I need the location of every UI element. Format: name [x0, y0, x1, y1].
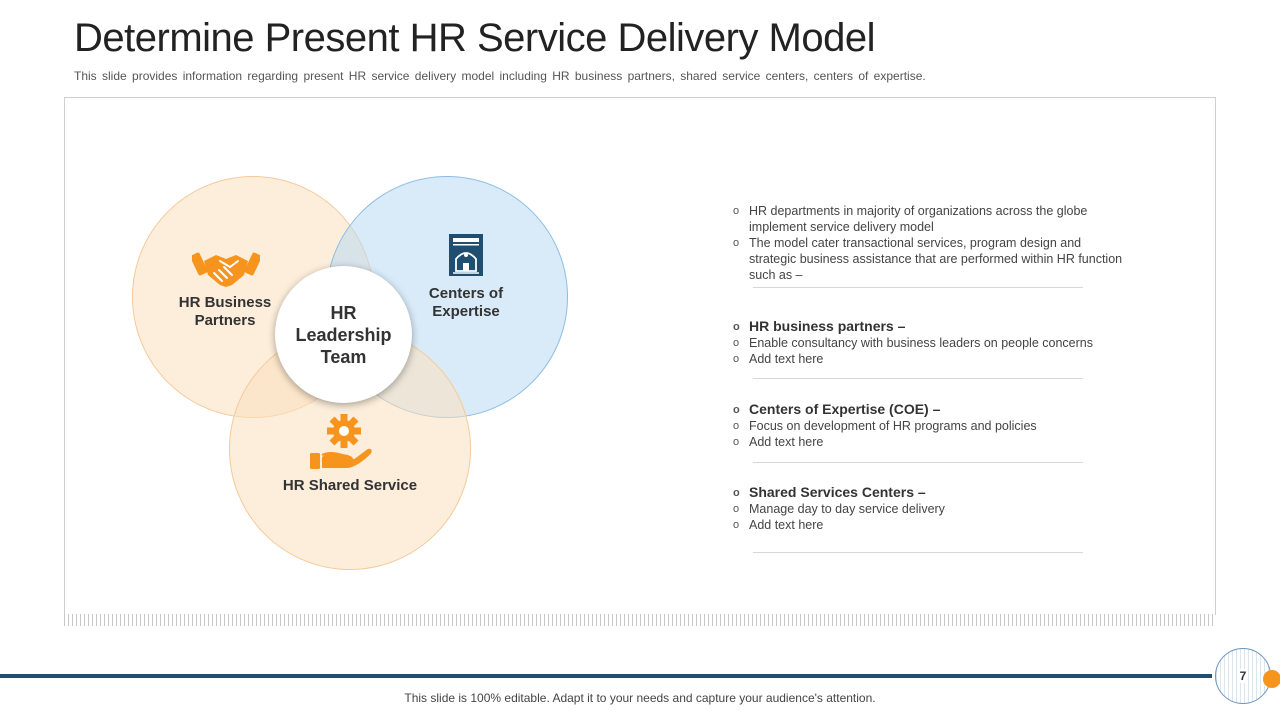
- hr-shared-service-label: HR Shared Service: [282, 477, 418, 494]
- page-title: Determine Present HR Service Delivery Mo…: [74, 16, 876, 60]
- list-item: Focus on development of HR programs and …: [733, 418, 1123, 434]
- divider: [753, 287, 1083, 288]
- panel-hatch-strip: [64, 614, 1216, 626]
- page-number-badge: 7: [1215, 648, 1271, 704]
- list-item: Enable consultancy with business leaders…: [733, 335, 1123, 351]
- divider: [753, 378, 1083, 379]
- section-heading-centers-of-expertise: Centers of Expertise (COE) –: [733, 400, 1123, 419]
- intro-bullet: HR departments in majority of organizati…: [733, 203, 1123, 235]
- section-heading-shared-services-centers: Shared Services Centers –: [733, 483, 1123, 502]
- hr-business-partners-label: HR Business Partners: [178, 294, 272, 329]
- list-item: Add text here: [733, 351, 1123, 367]
- page-number: 7: [1237, 669, 1249, 683]
- footer-accent-bar: [0, 674, 1212, 678]
- intro-bullet: The model cater transactional services, …: [733, 235, 1123, 283]
- section-heading-hr-business-partners: HR business partners –: [733, 317, 1123, 336]
- venn-center-circle: HR Leadership Team: [275, 266, 412, 403]
- building-document-icon: [449, 234, 483, 276]
- handshake-icon: [192, 252, 260, 287]
- hr-leadership-team-label: HR Leadership Team: [295, 302, 392, 367]
- gear-hand-icon: [310, 414, 372, 469]
- list-item: Add text here: [733, 517, 1123, 533]
- info-list: HR departments in majority of organizati…: [733, 203, 1123, 553]
- centers-of-expertise-label: Centers of Expertise: [428, 285, 504, 320]
- list-item: Add text here: [733, 434, 1123, 450]
- footer-note: This slide is 100% editable. Adapt it to…: [404, 691, 876, 705]
- divider: [753, 552, 1083, 553]
- divider: [753, 462, 1083, 463]
- venn-diagram: HR Business Partners Centers of Expertis…: [120, 165, 590, 585]
- page-subtitle: This slide provides information regardin…: [74, 69, 926, 83]
- list-item: Manage day to day service delivery: [733, 501, 1123, 517]
- page-accent-dot: [1263, 670, 1280, 688]
